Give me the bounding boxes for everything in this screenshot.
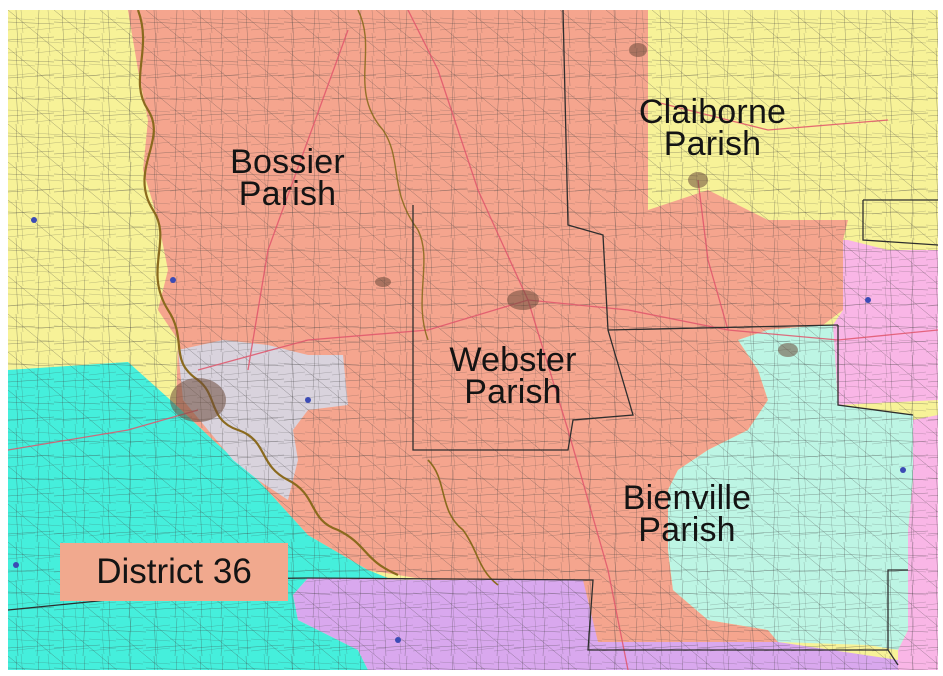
- bayou: [357, 10, 429, 341]
- webster-line-2: Parish: [464, 373, 562, 411]
- bossier-line-1: Bossier: [230, 143, 345, 181]
- town-cluster: [688, 172, 708, 188]
- bossier-parish-label: Bossier Parish: [205, 143, 370, 213]
- bienville-line-2: Parish: [638, 511, 736, 549]
- claiborne-line-2: Parish: [663, 125, 762, 163]
- webster-parish-label: Webster Parish: [418, 341, 608, 411]
- bienville-parish-label: Bienville Parish: [592, 479, 782, 549]
- town-markers: [13, 217, 906, 643]
- red-river: [136, 10, 399, 577]
- town-cluster: [375, 277, 391, 287]
- town-marker: [31, 217, 37, 223]
- town-marker: [13, 562, 19, 568]
- town-marker: [865, 297, 871, 303]
- town-cluster: [170, 378, 226, 422]
- bossier-line-2: Parish: [238, 175, 337, 213]
- town-marker: [170, 277, 176, 283]
- town-cluster: [507, 290, 539, 310]
- town-marker: [395, 637, 401, 643]
- town-clusters: [170, 43, 798, 422]
- bienville-line-1: Bienville: [622, 479, 752, 517]
- lake-bistineau: [427, 459, 499, 586]
- district-label: District 36: [60, 543, 288, 601]
- town-marker: [305, 397, 311, 403]
- highways: [8, 10, 938, 670]
- webster-line-1: Webster: [449, 341, 577, 379]
- claiborne-parish-label: Claiborne Parish: [605, 93, 820, 163]
- town-cluster: [629, 43, 647, 57]
- town-marker: [900, 467, 906, 473]
- town-cluster: [778, 343, 798, 357]
- claiborne-line-1: Claiborne: [638, 93, 787, 131]
